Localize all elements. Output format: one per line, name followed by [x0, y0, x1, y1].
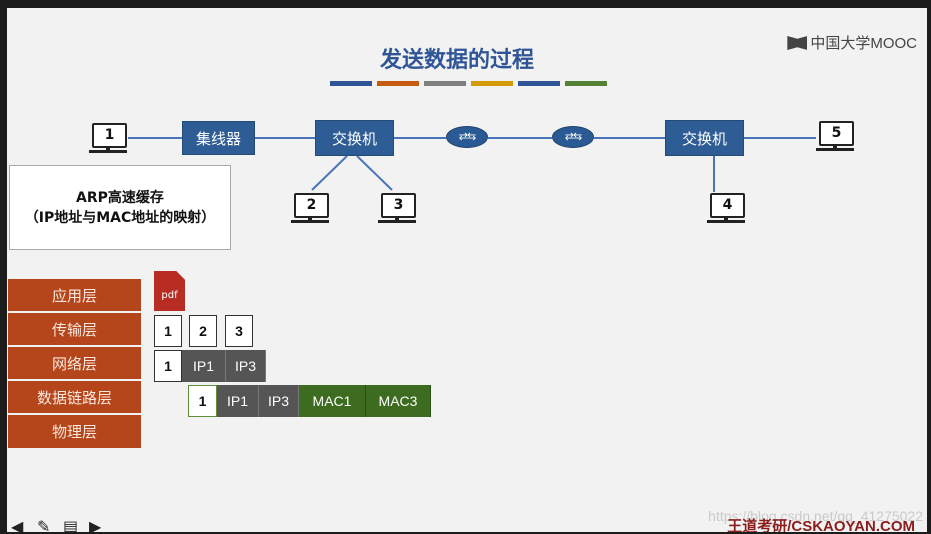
- arrow-left-icon[interactable]: ◀: [11, 517, 24, 532]
- switch-right-label: 交换机: [681, 129, 727, 148]
- title-bar-1: [330, 81, 372, 86]
- frame-src-ip: IP1: [217, 385, 259, 417]
- hub-label: 集线器: [195, 129, 241, 148]
- mooc-brand: 中国大学MOOC: [787, 32, 917, 53]
- link-line: [594, 137, 665, 139]
- frame-data: 1: [188, 385, 217, 417]
- frame-dst-ip: IP3: [259, 385, 299, 417]
- host-5: 5: [816, 121, 856, 153]
- packet-src-ip: IP1: [182, 350, 226, 382]
- switch-links: [311, 155, 393, 191]
- pen-icon[interactable]: ✎: [37, 517, 51, 532]
- host-3: 3: [378, 193, 418, 225]
- layer-datalink: 数据链路层: [8, 381, 141, 414]
- layer-transport: 传输层: [8, 313, 141, 346]
- watermark: https://blog.csdn.net/qq_41275022: [708, 508, 923, 524]
- slide: 发送数据的过程 中国大学MOOC 1 集线器 交换机 ⇄⇆ ⇄⇆ 交换机 5 2…: [7, 8, 927, 532]
- frame-dst-mac: MAC3: [366, 385, 431, 417]
- router-icon: ⇄⇆: [446, 122, 488, 152]
- arp-cache-box: ARP高速缓存 （IP地址与MAC地址的映射）: [9, 165, 231, 250]
- footer-brand: 王道考研/CSKAOYAN.COM: [727, 518, 915, 532]
- host-5-screen: 5: [819, 121, 854, 146]
- title-bar-4: [471, 81, 513, 86]
- link-line: [713, 156, 715, 192]
- arp-cache-title: ARP高速缓存: [76, 190, 164, 206]
- switch-right: 交换机: [665, 120, 744, 156]
- link-line: [394, 137, 446, 139]
- slide-title: 发送数据的过程: [379, 48, 534, 73]
- link-line: [255, 137, 315, 139]
- host-1: 1: [89, 123, 129, 155]
- segment-1: 1: [154, 315, 182, 347]
- title-bar-2: [377, 81, 419, 86]
- packet-dst-ip: IP3: [226, 350, 266, 382]
- layer-network: 网络层: [8, 347, 141, 380]
- router-icon: ⇄⇆: [552, 122, 594, 152]
- arp-cache-subtitle: （IP地址与MAC地址的映射）: [24, 210, 216, 226]
- host-4: 4: [707, 193, 747, 225]
- layer-physical: 物理层: [8, 415, 141, 449]
- link-line: [744, 137, 816, 139]
- host-1-screen: 1: [92, 123, 127, 148]
- arrow-right-icon[interactable]: ▶: [89, 517, 102, 532]
- title-bar-5: [518, 81, 560, 86]
- title-bar-3: [424, 81, 466, 86]
- pdf-icon: pdf: [154, 271, 185, 311]
- segment-3: 3: [225, 315, 253, 347]
- segment-2: 2: [189, 315, 217, 347]
- frame-src-mac: MAC1: [299, 385, 366, 417]
- host-3-screen: 3: [381, 193, 416, 218]
- switch-left-label: 交换机: [331, 129, 377, 148]
- slide-nav: ◀ ✎ ▤ ▶: [11, 517, 115, 532]
- mooc-brand-text: 中国大学MOOC: [810, 35, 917, 52]
- host-2-screen: 2: [294, 193, 329, 218]
- link-line: [128, 137, 182, 139]
- packet-data: 1: [154, 350, 182, 382]
- layer-application: 应用层: [8, 279, 141, 312]
- switch-left: 交换机: [315, 120, 394, 156]
- title-bar-6: [565, 81, 607, 86]
- link-line: [488, 137, 552, 139]
- menu-icon[interactable]: ▤: [63, 517, 79, 532]
- pdf-label: pdf: [161, 290, 178, 301]
- mooc-logo-icon: [787, 36, 808, 50]
- host-2: 2: [291, 193, 331, 225]
- hub: 集线器: [182, 121, 255, 155]
- host-4-screen: 4: [710, 193, 745, 218]
